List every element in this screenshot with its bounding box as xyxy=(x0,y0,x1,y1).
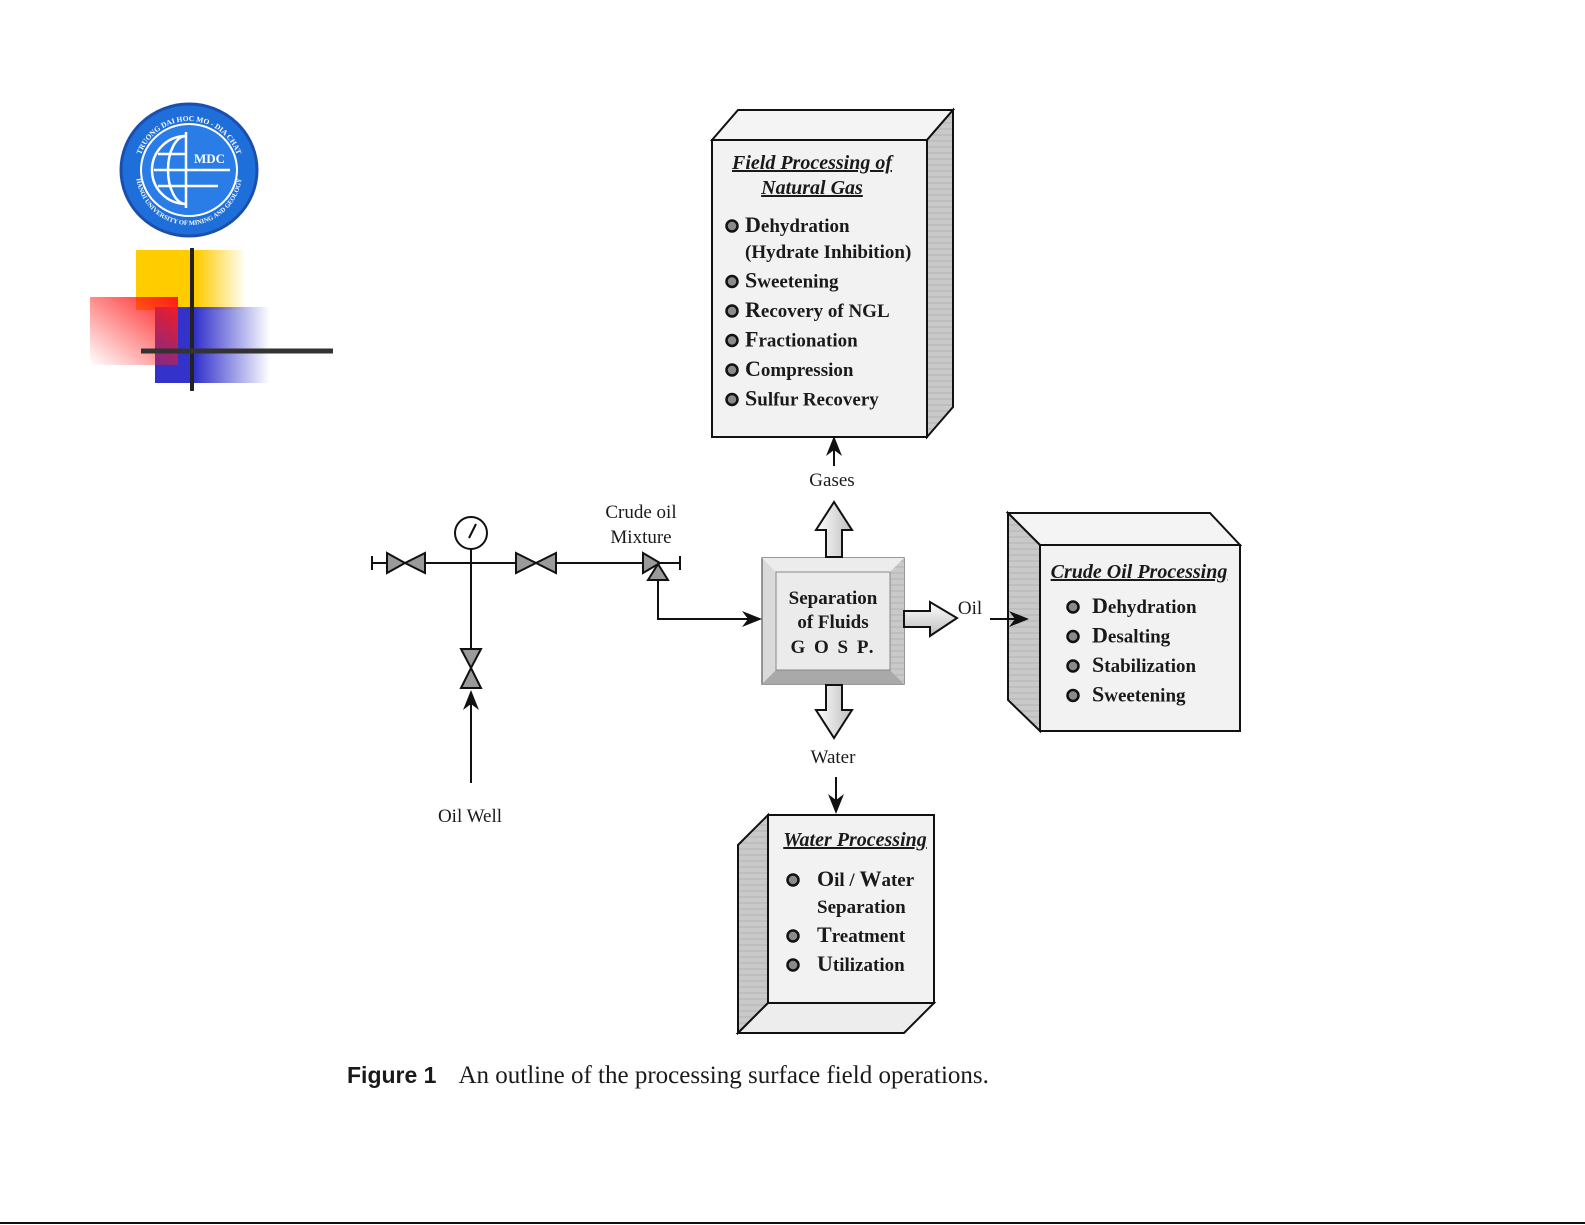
water-box-side xyxy=(737,812,769,1036)
gas-box-title-1: Field Processing of xyxy=(731,152,894,174)
bullet-icon xyxy=(725,304,739,318)
mixture-label: Mixture xyxy=(610,527,671,548)
bullet-icon xyxy=(786,958,800,972)
figure-caption: Figure 1 An outline of the processing sur… xyxy=(347,1062,989,1090)
wellhead-piping xyxy=(371,548,762,783)
water-box-front xyxy=(767,814,935,1004)
list-item-text: Treatment xyxy=(817,922,906,947)
list-item-text: Oil / Water xyxy=(817,866,915,891)
list-item-text: Dehydration xyxy=(1092,593,1197,618)
list-item-subtext: Separation xyxy=(817,897,906,918)
bullet-icon xyxy=(725,392,739,407)
bullet-icon xyxy=(725,219,739,233)
list-item: Sulfur Recovery xyxy=(725,386,879,411)
bullet-icon xyxy=(725,333,739,348)
oil-box-side xyxy=(1007,510,1041,734)
gases-block-arrow xyxy=(814,500,854,558)
water-processing-box xyxy=(735,812,937,1036)
list-item: Fractionation xyxy=(725,327,858,352)
oil-box-items: DehydrationDesaltingStabilizationSweeten… xyxy=(1066,593,1197,707)
oil-label: Oil xyxy=(958,598,982,619)
crude-oil-label: Crude oil xyxy=(605,502,676,523)
list-item-text: Stabilization xyxy=(1092,652,1197,677)
list-item: Sweetening xyxy=(1066,682,1186,707)
separator-box xyxy=(761,557,905,685)
separator-label-2: of Fluids xyxy=(797,612,868,633)
list-item-text: Sweetening xyxy=(745,268,839,293)
list-item: Utilization xyxy=(786,951,905,976)
list-item: Treatment xyxy=(786,922,906,947)
bullet-icon xyxy=(1066,688,1080,703)
oil-box-top xyxy=(1005,512,1243,546)
list-item-text: Recovery of NGL xyxy=(745,297,890,322)
gas-box-title-2: Natural Gas xyxy=(760,177,863,199)
list-item-text: Sweetening xyxy=(1092,682,1186,707)
valve-icon xyxy=(459,648,483,689)
bullet-icon xyxy=(1066,629,1080,644)
choke-valve-icon xyxy=(642,551,670,581)
slide-decoration xyxy=(90,248,333,391)
list-item-subtext: (Hydrate Inhibition) xyxy=(745,242,911,263)
list-item: Recovery of NGL xyxy=(725,297,890,322)
bullet-icon xyxy=(725,363,739,377)
gas-box-top xyxy=(709,109,956,141)
list-item: Dehydration xyxy=(1066,593,1197,618)
water-box-title: Water Processing xyxy=(783,829,927,851)
separator-label-3: G O S P. xyxy=(791,637,876,658)
bullet-icon xyxy=(1066,600,1080,614)
valve-icon xyxy=(386,551,426,575)
oil-box-title: Crude Oil Processing xyxy=(1051,561,1228,583)
oil-well-label: Oil Well xyxy=(438,806,502,827)
separator-label-1: Separation xyxy=(789,588,878,609)
bullet-icon xyxy=(1066,659,1080,673)
bullet-icon xyxy=(725,274,739,289)
list-item-text: Dehydration xyxy=(745,212,850,237)
list-item-text: Desalting xyxy=(1092,623,1171,648)
gas-box-side xyxy=(926,107,954,440)
list-item-text: Compression xyxy=(745,356,854,381)
water-label: Water xyxy=(811,747,857,768)
list-item-text: Sulfur Recovery xyxy=(745,386,879,411)
bullet-icon xyxy=(786,873,800,887)
gas-box-items: Dehydration (Hydrate Inhibition) Sweetenin… xyxy=(725,212,911,411)
water-box-bottom xyxy=(735,1002,937,1034)
list-item: Dehydration (Hydrate Inhibition) xyxy=(725,212,911,263)
list-item: Stabilization xyxy=(1066,652,1197,677)
caption-text: An outline of the processing surface fie… xyxy=(458,1062,989,1089)
gases-label: Gases xyxy=(809,470,854,491)
gas-processing-box xyxy=(709,107,956,440)
red-square xyxy=(90,297,178,365)
list-item: Sweetening xyxy=(725,268,839,293)
logo-text: MDC xyxy=(194,151,225,166)
oil-block-arrow xyxy=(903,600,959,638)
list-item-text: Utilization xyxy=(817,951,905,976)
pressure-gauge-icon xyxy=(454,516,488,550)
list-item: Desalting xyxy=(1066,623,1171,648)
bullet-icon xyxy=(786,929,800,943)
water-block-arrow xyxy=(814,684,854,740)
gas-box-front xyxy=(711,139,928,438)
figure-number: Figure 1 xyxy=(347,1062,437,1088)
valve-icon xyxy=(515,551,557,575)
water-box-items: Oil / WaterSeparationTreatmentUtilizatio… xyxy=(786,866,915,976)
list-item-text: Fractionation xyxy=(745,327,858,352)
bottom-divider xyxy=(0,1222,1585,1224)
university-logo: MDC TRUONG DAI HOC MO - DIA CHAT HANOI U… xyxy=(119,102,259,238)
globe-icon xyxy=(150,132,230,208)
list-item: Compression xyxy=(725,356,854,381)
